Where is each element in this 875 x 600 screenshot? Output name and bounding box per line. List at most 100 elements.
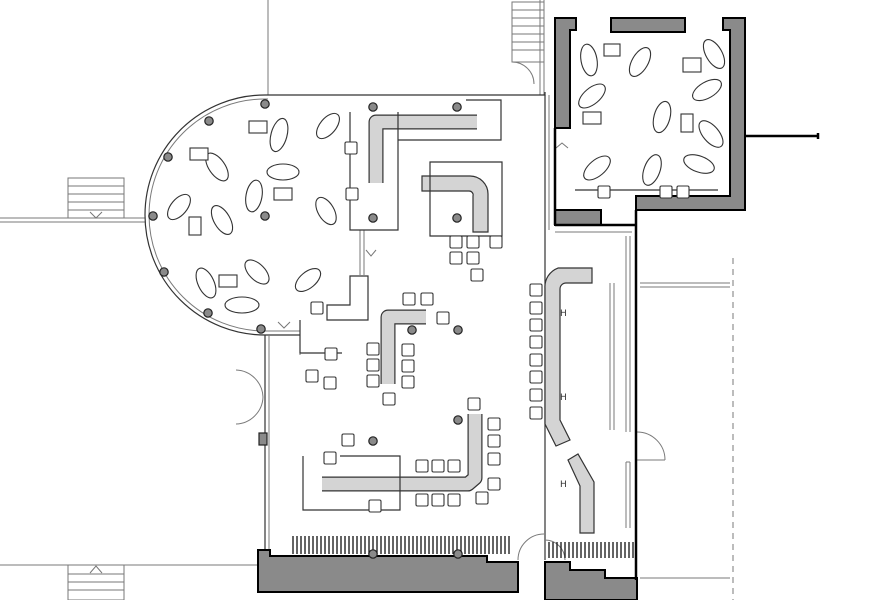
bar-stool (368, 499, 382, 513)
walls (257, 17, 820, 600)
lounge-table (273, 187, 293, 201)
bar-stool (487, 434, 501, 448)
bar-stool (310, 301, 324, 315)
bar-stool (401, 375, 415, 389)
bar-stool (470, 268, 484, 282)
bar-stool (529, 335, 543, 349)
bar-stool (415, 493, 429, 507)
bar-stool (676, 185, 690, 199)
bar-stools (305, 141, 690, 513)
bar-stool (487, 417, 501, 431)
bar-stool (529, 353, 543, 367)
bar-stool (529, 406, 543, 420)
bar-stool (420, 292, 434, 306)
bar-stool (447, 493, 461, 507)
bar-stool (431, 493, 445, 507)
bar-stool (344, 141, 358, 155)
bar-counter-6 (567, 453, 631, 534)
column (256, 324, 266, 334)
bar-stool (487, 452, 501, 466)
lounge-chair (580, 43, 598, 77)
column (368, 436, 378, 446)
column (163, 152, 173, 162)
bar-stool (431, 459, 445, 473)
lounge-chair (702, 39, 726, 69)
service-marks: H H H (560, 309, 567, 490)
bar-stool (345, 187, 359, 201)
lounge-table (682, 57, 702, 73)
bar-stool (415, 459, 429, 473)
column (148, 211, 158, 221)
lounge-chair (315, 196, 337, 226)
bar-stool (466, 235, 480, 249)
stair-south (67, 564, 125, 600)
bar-stool (487, 477, 501, 491)
bar-stool (366, 374, 380, 388)
lounge-chair (244, 259, 270, 285)
bar-stool (323, 451, 337, 465)
bar-counter-5 (544, 267, 615, 447)
column (407, 325, 417, 335)
column (159, 267, 169, 277)
lounge-table (189, 147, 209, 161)
lounge-chair (628, 47, 652, 77)
column (204, 116, 214, 126)
lounge-chair (167, 193, 191, 221)
column (260, 211, 270, 221)
floor-grille-main (292, 536, 512, 554)
lounge-table (603, 43, 621, 57)
lounge-chair (210, 205, 234, 235)
column (452, 102, 462, 112)
service-mark-1: H (560, 309, 567, 319)
bar-stool (466, 251, 480, 265)
bar-stool (366, 342, 380, 356)
bar-stool (529, 370, 543, 384)
bar-counter-2 (421, 161, 503, 237)
column (260, 99, 270, 109)
lounge-chair (269, 117, 289, 153)
lounge-chair (642, 154, 662, 186)
bar-stool (529, 283, 543, 297)
door-swings (235, 369, 666, 561)
lounge-table (248, 120, 268, 134)
bar-stool (382, 392, 396, 406)
service-mark-2: H (560, 393, 567, 403)
lounge-chair (698, 120, 724, 148)
bar-stool (436, 311, 450, 325)
bar-stool (341, 433, 355, 447)
bar-stool (467, 397, 481, 411)
lounge-chair (316, 112, 340, 140)
column (453, 415, 463, 425)
lounge-chair (195, 267, 217, 299)
lounge-table (218, 274, 238, 288)
bar-stool (323, 376, 337, 390)
lounge-chair (578, 83, 606, 109)
column (368, 549, 378, 559)
bar-stool (402, 292, 416, 306)
lounge-chair (224, 296, 260, 314)
column (368, 102, 378, 112)
bar-stool (366, 358, 380, 372)
bar-counter-4 (302, 414, 483, 511)
lounge-chair (245, 179, 263, 213)
bar-stool (529, 318, 543, 332)
bar-stool (447, 459, 461, 473)
column (453, 325, 463, 335)
bar-counter-1 (349, 99, 502, 231)
bar-stool (475, 491, 489, 505)
lounge-chair (683, 154, 715, 174)
bar-stool (401, 343, 415, 357)
bar-stool (449, 235, 463, 249)
bar-stool (324, 347, 338, 361)
bar-stool (529, 388, 543, 402)
lounge-table (188, 216, 202, 236)
stair-north (511, 1, 545, 85)
lounge-chair (692, 78, 722, 102)
bar-stool (401, 359, 415, 373)
service-mark-3: H (560, 480, 567, 490)
stair-west (67, 177, 125, 219)
lounge-table (582, 111, 602, 125)
lounge-chair (583, 155, 611, 181)
bar-stool (305, 369, 319, 383)
